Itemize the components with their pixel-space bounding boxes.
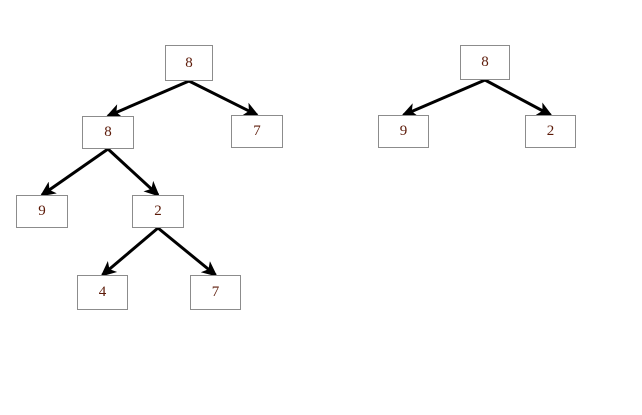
tree-node[interactable]: 8 [460, 45, 510, 80]
tree-edge [106, 147, 160, 197]
tree-edge [188, 79, 260, 117]
tree-node[interactable]: 9 [16, 195, 68, 228]
tree-node[interactable]: 2 [525, 115, 576, 148]
tree-edge [105, 79, 190, 118]
tree-node-label: 9 [399, 123, 408, 139]
tree-node[interactable]: 4 [77, 275, 128, 310]
tree-node[interactable]: 2 [132, 195, 184, 228]
tree-node-label: 8 [185, 54, 193, 71]
tree-node-label: 7 [253, 123, 261, 139]
tree-edge [157, 226, 218, 277]
tree-node-label: 9 [38, 203, 46, 219]
tree-edge [100, 226, 159, 277]
tree-node-label: 4 [98, 284, 107, 300]
tree-node-label: 7 [211, 284, 220, 300]
tree-node[interactable]: 7 [190, 275, 241, 310]
tree-node-label: 8 [481, 54, 489, 70]
tree-node[interactable]: 7 [231, 115, 283, 148]
tree-edge [484, 78, 553, 117]
tree-node-label: 2 [546, 123, 555, 139]
tree-node-label: 8 [104, 124, 112, 140]
tree-node[interactable]: 9 [378, 115, 429, 148]
tree-node[interactable]: 8 [82, 116, 134, 149]
tree-node-label: 2 [154, 203, 162, 219]
tree-edges [39, 78, 553, 277]
tree-edge [401, 78, 486, 117]
tree-node[interactable]: 8 [165, 45, 213, 81]
tree-edge [39, 147, 109, 197]
